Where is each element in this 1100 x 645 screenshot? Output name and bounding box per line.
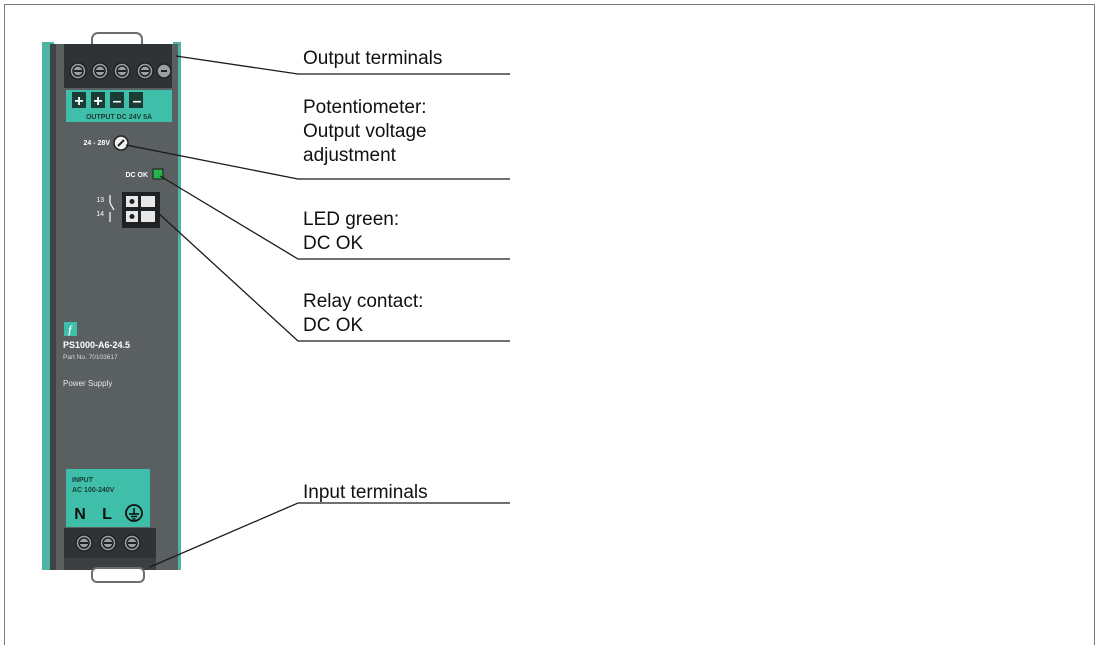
leader-relay (155, 210, 510, 342)
callout-led-line-1: LED green: (303, 209, 400, 230)
callout-potentiometer-line-2: Output voltage (303, 121, 427, 142)
callout-potentiometer: Potentiometer: Output voltage adjustment (303, 96, 427, 168)
bottom-mounting-clip (91, 567, 145, 583)
callout-potentiometer-line-1: Potentiometer: (303, 97, 427, 118)
callout-led-line-2: DC OK (303, 233, 364, 254)
callout-relay: Relay contact: DC OK (303, 290, 423, 338)
dc-ok-label: DC OK (125, 172, 148, 179)
output-sign-4: – (133, 93, 142, 110)
power-supply-diagram: + + – – OUTPUT DC 24V 5A 24 - 28V DC OK … (42, 32, 510, 583)
output-sign-2: + (93, 93, 102, 110)
brand-logo-glyph: f (68, 325, 73, 336)
relay-pin-14: 14 (96, 211, 104, 218)
input-terminal-screws (75, 534, 141, 552)
potentiometer-icon (113, 135, 129, 151)
leader-led (159, 175, 510, 260)
leader-potentiometer (125, 144, 510, 180)
leader-input-terminals (149, 502, 510, 568)
relay-switch-symbol-icon (109, 195, 115, 222)
input-label-plate (66, 469, 150, 527)
callout-relay-line-2: DC OK (303, 315, 364, 336)
leader-output-terminals (175, 55, 510, 75)
input-letter-n: N (74, 506, 86, 523)
part-number: Part No. 70103617 (63, 354, 118, 361)
callout-input-terminals: Input terminals (303, 482, 428, 503)
leader-lines (125, 55, 510, 568)
output-terminal-screws (69, 62, 172, 80)
figure-frame (4, 4, 1095, 645)
product-type: Power Supply (63, 379, 112, 388)
relay-pin-13: 13 (96, 197, 104, 204)
input-label-line-2: AC 100-240V (72, 487, 115, 494)
input-letter-l: L (102, 506, 112, 523)
callout-relay-line-1: Relay contact: (303, 291, 424, 312)
callout-potentiometer-line-3: adjustment (303, 145, 396, 166)
input-label-line-1: INPUT (72, 477, 94, 484)
led-green-icon (152, 168, 164, 180)
callout-led: LED green: DC OK (303, 208, 399, 256)
output-sign-3: – (113, 93, 122, 110)
ground-symbol-icon (125, 504, 143, 522)
voltage-range-label: 24 - 28V (84, 140, 111, 147)
output-sign-1: + (74, 93, 83, 110)
brand-logo-icon (64, 322, 77, 336)
model-number: PS1000-A6-24.5 (63, 340, 130, 350)
callout-output-terminals: Output terminals (303, 48, 443, 69)
output-label-text: OUTPUT DC 24V 5A (86, 114, 152, 121)
